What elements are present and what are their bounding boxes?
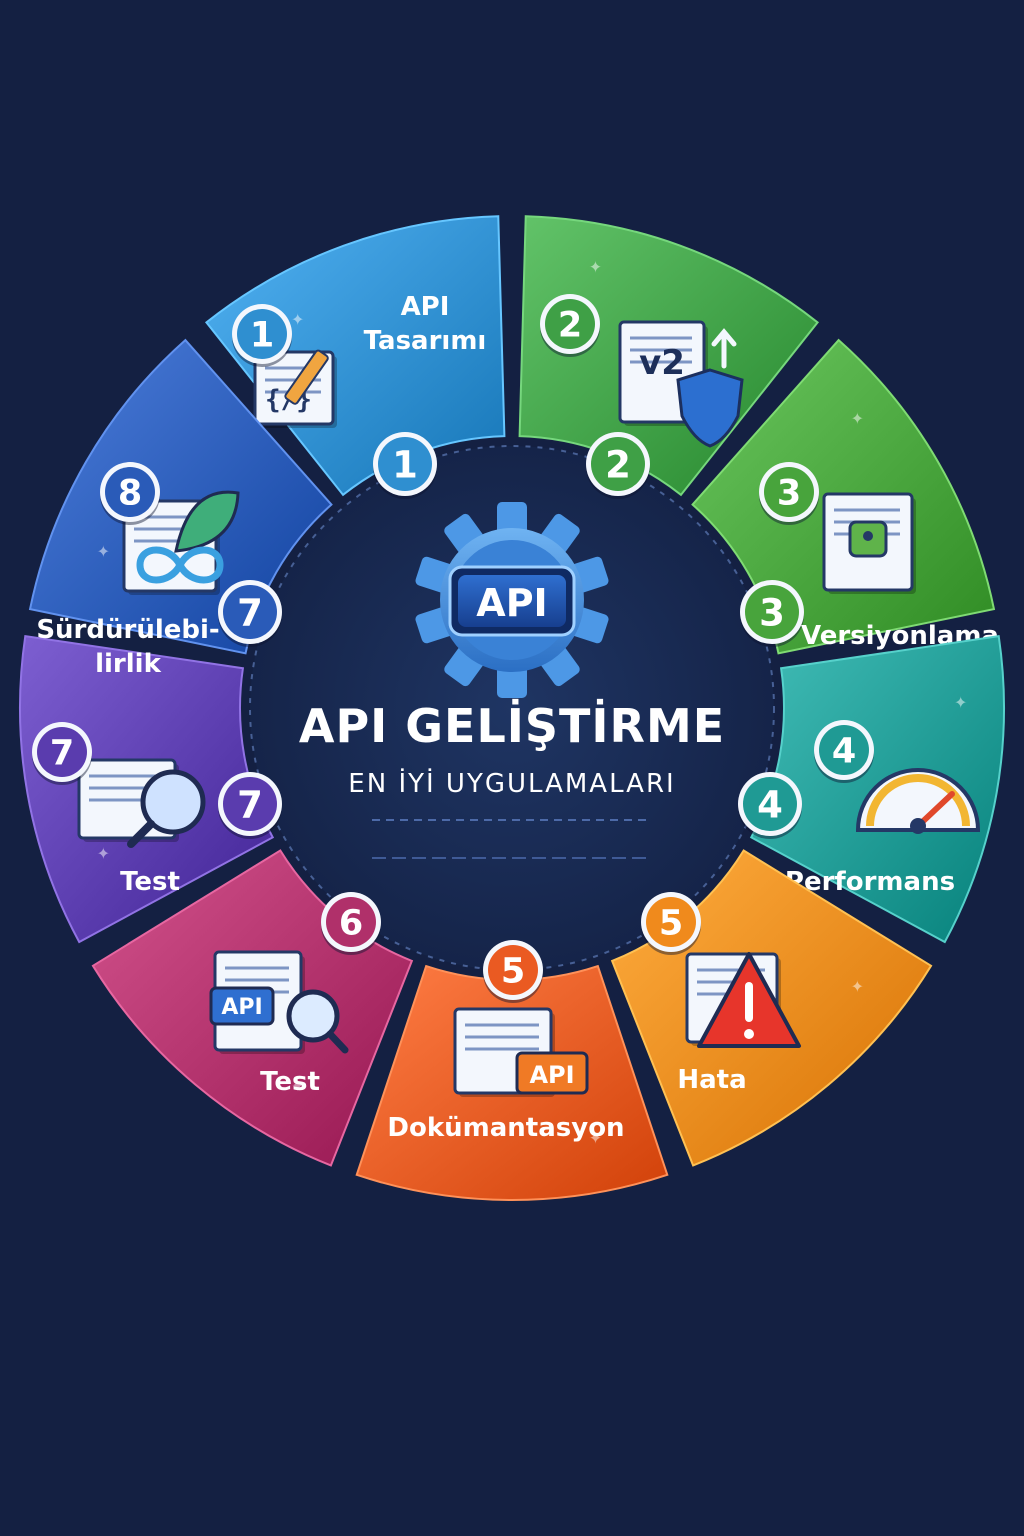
- segment-number-badge: 7: [50, 734, 74, 774]
- version-shield-icon: v2: [618, 320, 744, 448]
- segment-number-badge: 4: [832, 732, 856, 772]
- svg-text:API: API: [221, 995, 262, 1020]
- segment-number-badge: 2: [558, 306, 582, 346]
- segment-inner-badge: 2: [605, 443, 631, 486]
- main-title: API GELİŞTİRME: [299, 699, 725, 753]
- center-disc: [250, 446, 774, 970]
- sparkle-icon: ✦: [589, 258, 602, 277]
- sparkle-icon: ✦: [589, 1128, 602, 1147]
- sparkle-icon: ✦: [851, 409, 864, 428]
- sparkle-icon: ✦: [97, 844, 110, 863]
- segment-number-badge: 3: [777, 474, 801, 514]
- segment-inner-badge: 7: [237, 783, 263, 826]
- sparkle-icon: ✦: [291, 1076, 304, 1095]
- svg-text:v2: v2: [639, 343, 685, 383]
- segment-inner-badge: 3: [759, 591, 785, 634]
- segment-inner-badge: 7: [237, 591, 263, 634]
- segment-number-badge: 8: [118, 474, 142, 514]
- sparkle-icon: ✦: [97, 542, 110, 561]
- emblem-api-label: API: [476, 581, 547, 625]
- segment-label: Performans: [785, 867, 955, 897]
- segment-label: lirlik: [95, 649, 161, 679]
- svg-text:API: API: [529, 1061, 574, 1089]
- segment-number-badge: 1: [250, 316, 274, 356]
- segment-number-badge: 5: [659, 904, 683, 944]
- sparkle-icon: ✦: [851, 977, 864, 996]
- lock-document-icon: [822, 492, 916, 594]
- sparkle-icon: ✦: [954, 693, 967, 712]
- segment-2[interactable]: ✦ v2 2 2: [518, 215, 820, 499]
- segment-number-badge: 6: [339, 904, 363, 944]
- code-edit-icon: {/}: [253, 349, 337, 428]
- segment-number-badge: 5: [501, 952, 525, 992]
- segment-label: Hata: [677, 1065, 746, 1095]
- warning-icon: [685, 952, 801, 1048]
- segment-label: Sürdürülebi-: [36, 615, 219, 645]
- speedometer-icon: [855, 768, 981, 834]
- segment-label: Test: [120, 867, 180, 897]
- leaf-infinity-icon: [122, 490, 240, 595]
- segment-inner-badge: 4: [757, 783, 783, 826]
- api-search-icon: API: [209, 950, 349, 1054]
- subtitle: EN İYİ UYGULAMALARI: [348, 767, 675, 799]
- segment-label: Tasarımı: [364, 326, 487, 356]
- segment-label: API: [401, 292, 450, 322]
- magnifier-document-icon: [77, 758, 206, 848]
- segment-inner-badge: 1: [392, 443, 418, 486]
- segment-label: Dokümantasyon: [387, 1113, 624, 1143]
- api-gear-emblem: API: [415, 502, 609, 698]
- segments-layer: ✦{/}11APITasarımı✦v222✦33Versiyonlama✦44…: [19, 215, 1005, 1202]
- segment-label: Test: [260, 1067, 320, 1097]
- sparkle-icon: ✦: [291, 310, 304, 329]
- api-document-icon: API: [453, 1007, 589, 1097]
